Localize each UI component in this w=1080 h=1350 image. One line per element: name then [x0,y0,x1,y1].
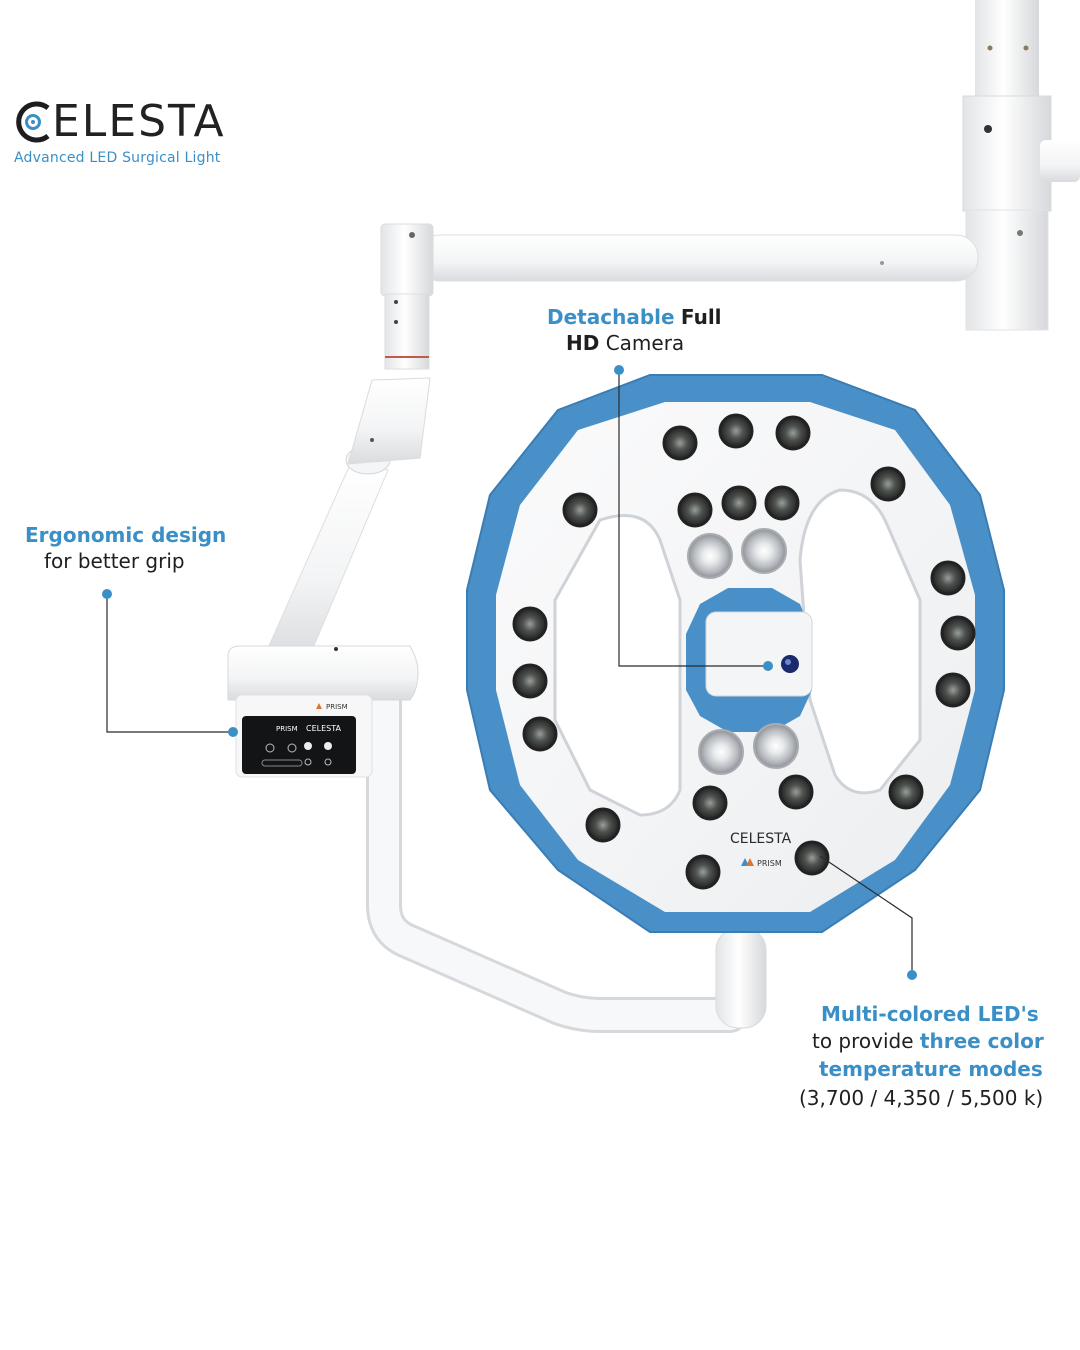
panel-logo: CELESTA [306,724,341,733]
celesta-c-icon [16,101,50,143]
camera-callout-hd: HD [566,331,600,355]
led-callout-line3: temperature modes [819,1057,1043,1081]
brand-tagline: Advanced LED Surgical Light [14,150,221,166]
led-callout-line2: to provide three color [812,1028,1044,1055]
head-brand: PRISM [757,859,782,868]
high-power-leds [687,528,799,775]
led-callout-temps: (3,700 / 4,350 / 5,500 k) [799,1086,1044,1110]
control-handle: PRISM PRISM CELESTA [227,645,419,778]
led-callout-title: Multi-colored LED's [821,1002,1039,1026]
led-callout-prefix: to provide [812,1029,914,1053]
panel-brand: PRISM [276,725,298,733]
brand-logo: ELESTA Advanced LED Surgical Light [12,96,226,167]
brand-wordmark: ELESTA [52,96,226,147]
camera-callout-full: Full [680,305,722,329]
camera-callout-keyword: Detachable [547,305,675,329]
ergonomic-callout-subtitle: for better grip [44,549,185,573]
ceiling-mount [962,0,1080,331]
lower-arm [366,672,767,1033]
callout-lines [106,370,913,975]
callout-dots [102,365,917,980]
camera-callout-line2: HD Camera [566,330,684,357]
led-array [512,413,976,890]
led-callout-highlight: three color [919,1029,1044,1053]
ergonomic-callout-title: Ergonomic design [25,523,227,547]
light-head: CELESTA PRISM [466,374,1005,933]
yoke-arm [267,377,431,661]
camera-callout-camera: Camera [605,331,685,355]
handle-brand: PRISM [326,703,348,711]
horizontal-arm [380,223,979,370]
head-logo: CELESTA [730,831,792,847]
camera-callout-line1: Detachable Full [547,304,722,331]
